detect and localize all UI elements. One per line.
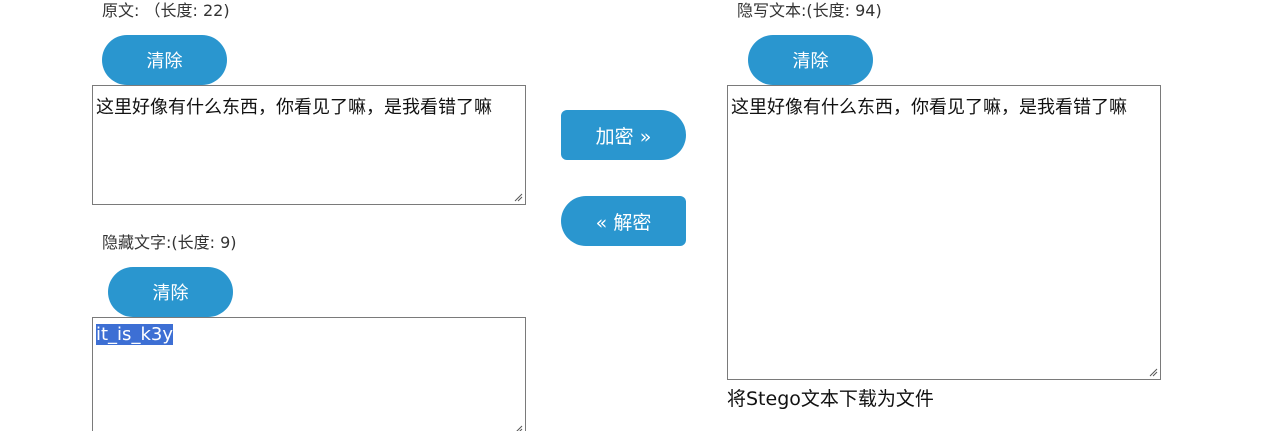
original-text-content: 这里好像有什么东西，你看见了嘛，是我看错了嘛 (96, 97, 492, 118)
encrypt-button[interactable]: 加密 » (561, 110, 686, 160)
download-stego-link[interactable]: 将Stego文本下载为文件 (727, 388, 934, 410)
clear-stego-button[interactable]: 清除 (748, 35, 873, 85)
clear-hidden-button[interactable]: 清除 (108, 267, 233, 317)
hidden-text-label: 隐藏文字:(长度: 9) (102, 233, 237, 252)
decrypt-button[interactable]: « 解密 (561, 196, 686, 246)
hidden-text-area[interactable]: it_is_k3y (92, 317, 526, 431)
resize-grip-icon[interactable] (1148, 367, 1158, 377)
stego-text-content: 这里好像有什么东西，你看见了嘛，是我看错了嘛 (731, 97, 1127, 118)
stego-text-label: 隐写文本:(长度: 94) (737, 1, 882, 20)
stego-text-area[interactable]: 这里好像有什么东西，你看见了嘛，是我看错了嘛 (727, 85, 1161, 380)
resize-grip-icon[interactable] (513, 192, 523, 202)
clear-original-button[interactable]: 清除 (102, 35, 227, 85)
original-text-area[interactable]: 这里好像有什么东西，你看见了嘛，是我看错了嘛 (92, 85, 526, 205)
hidden-text-content: it_is_k3y (96, 324, 173, 345)
original-text-label: 原文: （长度: 22) (102, 1, 230, 20)
resize-grip-icon[interactable] (513, 424, 523, 431)
